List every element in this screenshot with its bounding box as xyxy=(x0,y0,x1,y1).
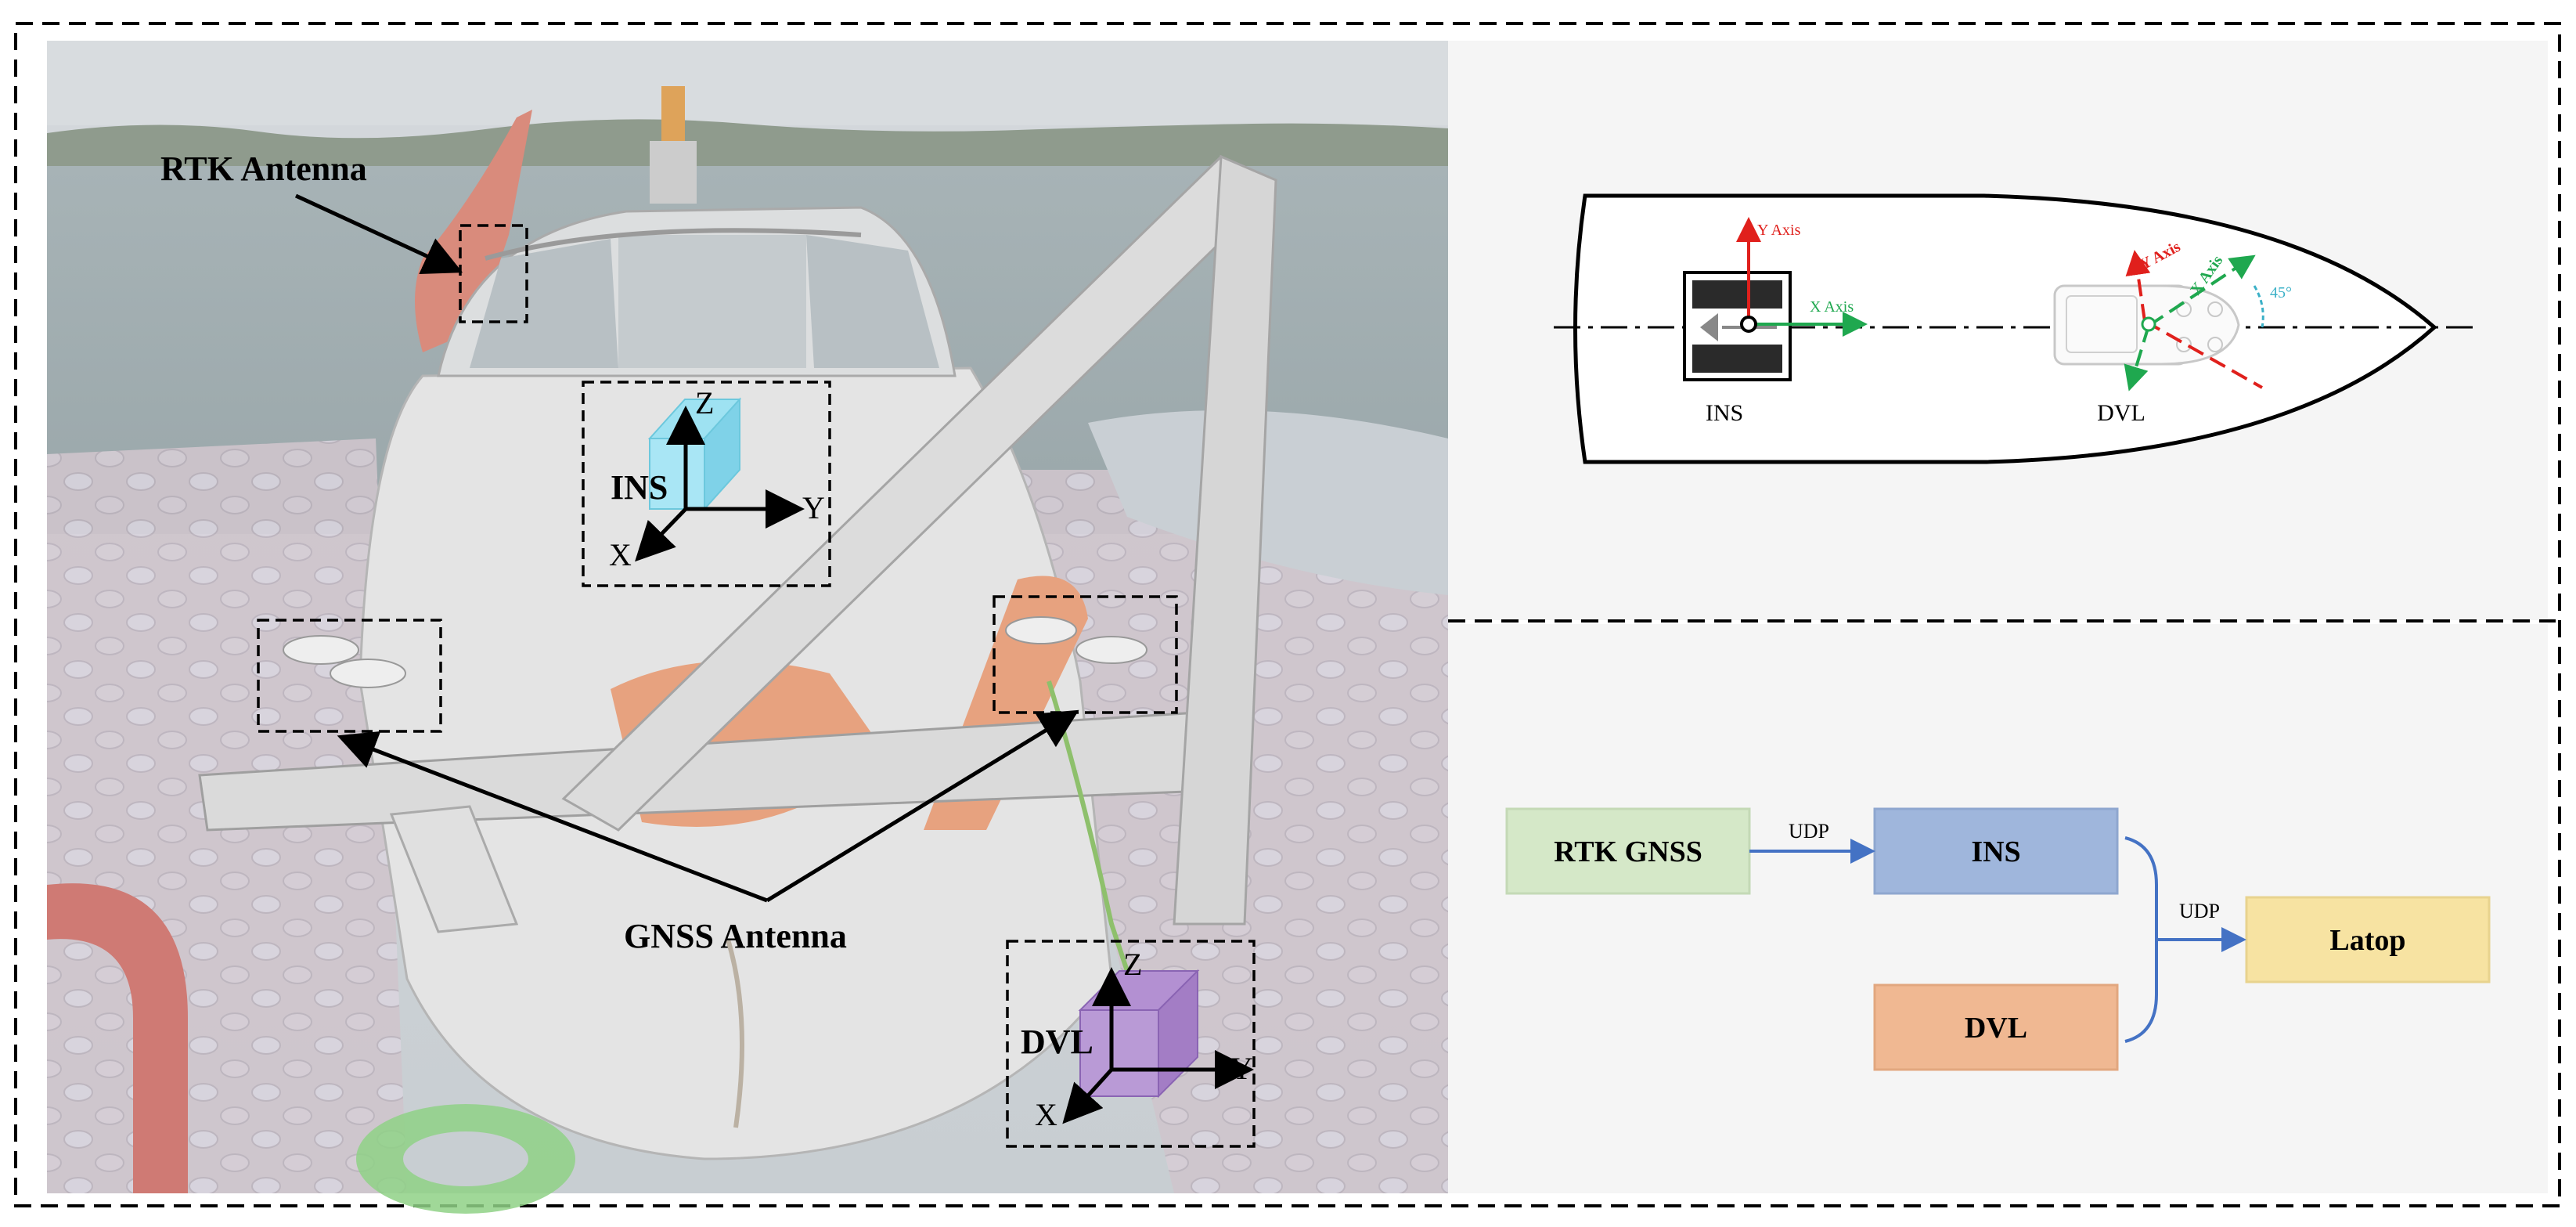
ins-x-axis xyxy=(635,507,687,562)
ins-node xyxy=(1873,807,2119,895)
angle-label: 45° xyxy=(2270,284,2292,301)
rtk-antenna-label: RTK Antenna xyxy=(160,150,367,188)
ins-node-label: INS xyxy=(1971,835,2020,868)
dvl-box xyxy=(1006,940,1256,1148)
ins-label: INS xyxy=(611,468,668,507)
ins-box xyxy=(582,381,831,587)
dvl-label: DVL xyxy=(1021,1023,1093,1061)
dvl-z-label: Z xyxy=(1123,947,1142,982)
gnss-pointer-right xyxy=(766,709,1079,903)
ins-caption: INS xyxy=(1706,400,1743,426)
dvl-origin-dot xyxy=(2141,316,2156,332)
laptop-node xyxy=(2245,896,2491,983)
angle-arc xyxy=(2253,285,2264,328)
laptop-node-label: Latop xyxy=(2329,924,2405,957)
gnss-pointer-left xyxy=(337,731,768,903)
ins-top-y-label: Y Axis xyxy=(1757,222,1801,239)
dvl-node-label: DVL xyxy=(1965,1012,2027,1045)
gnss-antenna-right-box xyxy=(993,595,1178,714)
dvl-caption: DVL xyxy=(2097,400,2145,426)
udp-label-1: UDP xyxy=(1789,820,1829,843)
dvl-y-label: Y xyxy=(1230,1051,1253,1086)
dvl-node xyxy=(1873,983,2119,1071)
udp-label-2: UDP xyxy=(2179,900,2220,922)
ins-x-label: X xyxy=(609,537,632,572)
hull-outline xyxy=(1573,193,2437,464)
gnss-antenna-label: GNSS Antenna xyxy=(624,917,847,955)
dvl-top-y-axis xyxy=(2125,250,2151,322)
rtk-gnss-label: RTK GNSS xyxy=(1554,835,1702,868)
ins-origin-dot xyxy=(1740,316,1757,333)
rtk-pointer-arrow xyxy=(294,193,463,274)
boat-photo xyxy=(47,41,1448,1214)
ins-z-label: Z xyxy=(695,385,714,420)
dvl-green-axis-line xyxy=(2124,325,2150,392)
rtk-gnss-node xyxy=(1505,807,1751,895)
dvl-red-axis-line xyxy=(2144,319,2263,389)
dvl-x-axis xyxy=(1062,1068,1113,1124)
ins-top-x-label: X Axis xyxy=(1810,298,1854,316)
dvl-x-label: X xyxy=(1035,1097,1057,1132)
ins-y-label: Y xyxy=(802,490,825,525)
ins-device-icon xyxy=(1683,271,1792,381)
dvl-top-x-axis xyxy=(2147,254,2256,327)
